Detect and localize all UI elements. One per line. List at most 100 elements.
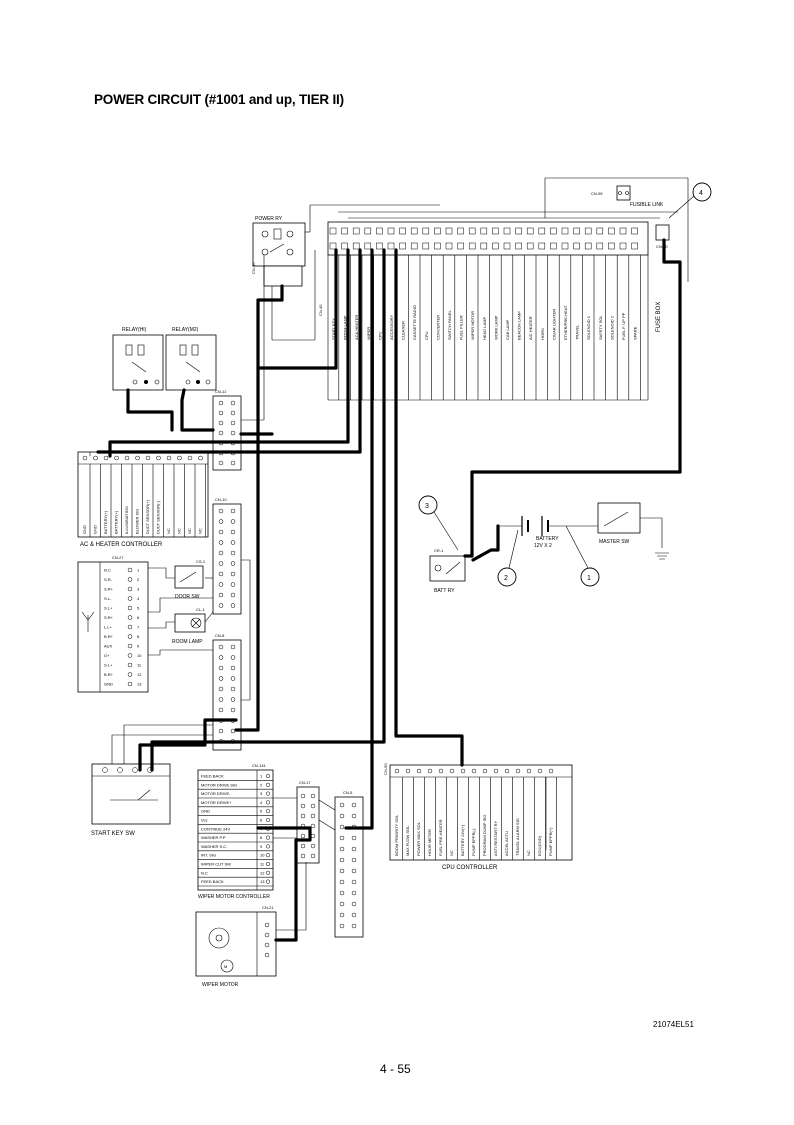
fuse-slot: [410, 227, 418, 235]
ac-pin-label: NC: [166, 528, 171, 534]
cn141-label: CN-141: [252, 763, 267, 768]
cpu-pin: [548, 768, 554, 774]
fuse-slot: [341, 242, 348, 250]
fuse-slot: [503, 242, 511, 250]
ac-pin-label: DUCT SENSOR(-): [156, 500, 161, 534]
wiper-pin-label: GND: [201, 809, 210, 814]
wiper-motor-label: WIPER MOTOR: [202, 982, 239, 988]
fuse-label: CPU: [377, 331, 382, 340]
cn27-pin-label: AUX: [104, 644, 113, 649]
fuse-slot: [550, 242, 557, 250]
cpu-pin-label: BATTERY 24V(+): [460, 824, 465, 856]
ac-pin-label: DUCT SENSOR(+): [145, 499, 150, 534]
wiper-pin-label: FEED BACK: [201, 774, 224, 779]
cn5-label: CN-5: [343, 790, 353, 795]
cpu-pin: [394, 768, 400, 774]
cn27-pin: [127, 615, 133, 620]
wiper-pin-label: WIPER CUT SW: [201, 862, 231, 867]
wiper-pin: [265, 791, 271, 796]
cn27-pin: [127, 577, 133, 582]
cn21-label: CN-21: [262, 905, 274, 910]
fuse-label: CAB LAMP: [505, 319, 510, 340]
fuse-label: START KEY: [331, 318, 336, 340]
fuse-box-label: FUSE BOX: [656, 302, 662, 332]
diagram-code: 21074EL51: [653, 1020, 694, 1029]
connector-pin: [310, 853, 316, 859]
cn27-pin-label: S.L-: [104, 596, 112, 601]
fuse-label: WORK LAMP: [493, 315, 498, 340]
cn27-pin-number: 8: [137, 634, 140, 639]
fuse-slot: [468, 227, 476, 235]
wiper-pin: [265, 817, 271, 823]
battery: BATTERY 12V X 2: [498, 516, 598, 549]
fuse-slot: [584, 227, 592, 235]
cn8-label: CN-8: [215, 633, 225, 638]
wiper-pin: [265, 835, 271, 840]
connector-pin: [230, 561, 236, 566]
cn27-pin-label: S.L+: [104, 663, 113, 668]
connector-pin: [218, 592, 224, 598]
connector-pin: [218, 460, 224, 466]
wiper-pin-number: 8: [260, 835, 263, 840]
fuse-slot: [596, 242, 604, 250]
wiper-pin: [265, 773, 271, 779]
connector-pin: [230, 707, 236, 713]
wiper-pin-number: 5: [260, 809, 263, 814]
wiper-pin-number: 2: [260, 782, 263, 787]
fuse-slot: [376, 242, 383, 250]
fuse-label: SWITCH PANEL: [447, 310, 452, 340]
ac-pin: [166, 455, 172, 461]
connector-pin: [230, 592, 236, 598]
connector-pin: [218, 529, 224, 535]
fuse-slot: [364, 242, 372, 250]
fuse-label: CIGAR LIGHTER: [551, 309, 556, 340]
connector-pin: [300, 793, 306, 799]
wiper-pin-number: 12: [260, 870, 265, 875]
fuse-slot: [492, 227, 499, 235]
cn27-pin-number: 7: [137, 625, 140, 630]
cn27-pin-label: G+: [104, 653, 110, 658]
cn27-pin-label: S.L+: [104, 606, 113, 611]
cpu-pin-label: HOUR METER: [427, 829, 432, 856]
wiper-pin-label: FEED BACK: [201, 879, 224, 884]
cn17-label: CN-17: [299, 780, 311, 785]
door-sw-label: DOOR SW: [175, 594, 200, 600]
fuse-slot: [608, 242, 615, 250]
fuse-slot: [457, 242, 464, 250]
cn27-pin-label: B.R+: [104, 634, 114, 639]
wiper-pin: [265, 782, 271, 787]
fuse-slot: [434, 227, 441, 235]
room-lamp: CL-1 ROOM LAMP: [172, 607, 205, 645]
cn27-pin: [127, 596, 133, 601]
fuse-slot: [619, 242, 627, 250]
cs1-label: CS-1: [196, 559, 206, 564]
connector-pin: [230, 665, 236, 671]
cn27-pin-label: S.R-: [104, 577, 113, 582]
cn27-pin-label: S.R+: [104, 587, 114, 592]
connector-pin: [351, 802, 357, 808]
cn27-pin: [127, 643, 133, 649]
fuse-label: SOLENOID 2: [609, 315, 614, 340]
cpu-pin: [493, 768, 499, 774]
fuse-slot: [480, 242, 488, 250]
fuse-slot: [515, 242, 522, 250]
connector-pin: [300, 853, 306, 859]
cpu-pin-label: PUMP EPPR(+): [548, 827, 553, 856]
wiper-pin-number: 9: [260, 844, 263, 849]
fuse-slot: [503, 227, 511, 235]
cn27-pin-label: B.R+: [104, 672, 114, 677]
cn27-pin-label: GND: [104, 682, 113, 687]
cpu-pin: [438, 768, 444, 774]
ac-pin: [114, 455, 119, 461]
fuse-slot: [445, 242, 453, 250]
wiper-pin-label: MOTOR DRIVE-: [201, 791, 231, 796]
fuse-slot: [329, 227, 337, 235]
ac-heater-label: AC & HEATER CONTROLLER: [80, 542, 163, 548]
fuse-slot: [364, 227, 372, 235]
connector-pin: [310, 793, 316, 799]
cn27-pin-number: 9: [137, 644, 140, 649]
power-relay: POWER RY CN-36: [251, 204, 440, 341]
connector-pin: [218, 707, 224, 713]
ac-pin-label: BLOWER SIG: [135, 509, 140, 534]
connector-pin: [351, 901, 357, 907]
